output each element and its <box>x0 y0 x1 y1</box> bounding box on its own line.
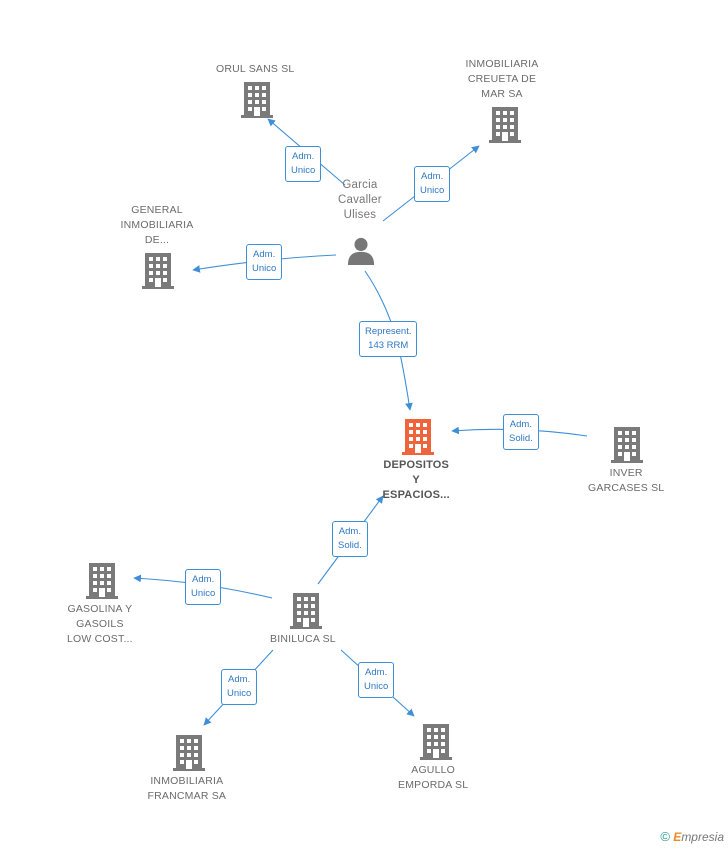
edge-label-person-to-depositos[interactable]: Represent. 143 RRM <box>359 321 418 357</box>
node-label-line: EMPORDA SL <box>398 779 469 791</box>
node-label-line: LOW COST... <box>67 633 133 645</box>
building-icon-gasolina[interactable] <box>86 563 118 599</box>
node-label-line: DEPOSITOS <box>383 459 450 471</box>
edge-label-line: Adm. <box>228 674 251 685</box>
node-label-inver[interactable]: INVER GARCASES SL <box>588 466 664 496</box>
node-label-line: GENERAL <box>131 204 183 216</box>
edge-label-line: Unico <box>227 688 252 699</box>
edge-label-person-to-general[interactable]: Adm. Unico <box>246 244 283 280</box>
edge-label-line: 143 RRM <box>368 340 409 351</box>
node-label-francmar[interactable]: INMOBILIARIA FRANCMAR SA <box>148 774 227 804</box>
edge-label-line: Unico <box>420 185 445 196</box>
edge-label-line: Unico <box>364 681 389 692</box>
node-label-orul[interactable]: ORUL SANS SL <box>216 62 294 77</box>
edge-label-line: Adm. <box>421 171 444 182</box>
edge-label-person-to-orul[interactable]: Adm. Unico <box>285 146 322 182</box>
edge-label-line: Unico <box>191 588 216 599</box>
edge-label-line: Adm. <box>365 667 388 678</box>
node-label-agullo[interactable]: AGULLO EMPORDA SL <box>398 763 468 793</box>
building-icon-biniluca[interactable] <box>290 593 322 629</box>
edge-label-biniluca-to-francmar[interactable]: Adm. Unico <box>221 669 258 705</box>
edge-label-line: Adm. <box>292 151 315 162</box>
building-icon-general[interactable] <box>142 253 174 289</box>
node-label-inmo_creueta[interactable]: INMOBILIARIA CREUETA DE MAR SA <box>466 57 539 102</box>
edge-label-person-to-inmo_creueta[interactable]: Adm. Unico <box>414 166 451 202</box>
building-icon-francmar[interactable] <box>173 735 205 771</box>
node-label-line: CREUETA DE <box>467 73 537 85</box>
building-icon-agullo[interactable] <box>420 724 452 760</box>
node-label-depositos[interactable]: DEPOSITOS Y ESPACIOS... <box>383 458 450 503</box>
empresia-watermark[interactable]: © Empresia <box>660 829 724 844</box>
edge-label-biniluca-to-depositos[interactable]: Adm. Solid. <box>332 521 368 557</box>
node-label-line: INVER <box>609 467 643 479</box>
edge-label-line: Solid. <box>338 540 362 551</box>
node-label-line: Y <box>412 474 420 486</box>
node-label-line: GASOLINA Y <box>67 603 133 615</box>
node-label-biniluca[interactable]: BINILUCA SL <box>270 632 336 647</box>
brand-initial: E <box>673 830 682 844</box>
edge-label-inver-to-depositos[interactable]: Adm. Solid. <box>503 414 539 450</box>
node-label-line: ORUL SANS SL <box>216 63 295 75</box>
building-icon-highlighted-depositos[interactable] <box>402 419 434 455</box>
node-label-line: INMOBILIARIA <box>150 775 224 787</box>
edge-label-line: Adm. <box>509 419 532 430</box>
node-label-line: Ulises <box>343 209 377 221</box>
building-icon-orul[interactable] <box>241 82 273 118</box>
edge-label-line: Adm. <box>253 249 276 260</box>
edge-label-line: Solid. <box>509 433 533 444</box>
edge-label-line: Unico <box>291 165 316 176</box>
edge-label-line: Adm. <box>192 574 215 585</box>
node-label-line: GASOILS <box>76 618 124 630</box>
node-label-line: Garcia <box>342 179 378 191</box>
node-label-line: FRANCMAR SA <box>147 790 227 802</box>
node-label-line: BINILUCA SL <box>270 633 336 645</box>
copyright-symbol: © <box>660 829 670 844</box>
node-label-line: MAR SA <box>481 88 523 100</box>
edge-label-biniluca-to-gasolina[interactable]: Adm. Unico <box>185 569 222 605</box>
edge-label-line: Represent. <box>365 326 412 337</box>
edge-label-biniluca-to-agullo[interactable]: Adm. Unico <box>358 662 395 698</box>
node-label-line: INMOBILIARIA <box>465 58 539 70</box>
node-label-line: DE... <box>144 234 170 246</box>
node-label-line: Cavaller <box>338 194 382 206</box>
node-label-line: AGULLO <box>411 764 456 776</box>
node-label-gasolina[interactable]: GASOLINA Y GASOILS LOW COST... <box>67 602 133 647</box>
edge-label-line: Adm. <box>338 526 361 537</box>
building-icon-inmo_creueta[interactable] <box>489 107 521 143</box>
node-label-line: INMOBILIARIA <box>120 219 194 231</box>
node-label-general[interactable]: GENERAL INMOBILIARIA DE... <box>121 203 194 248</box>
person-icon-person[interactable] <box>347 237 375 265</box>
node-label-line: ESPACIOS... <box>382 489 450 501</box>
edge-label-line: Unico <box>252 263 277 274</box>
brand-name: mpresia <box>681 830 724 844</box>
building-icon-inver[interactable] <box>611 427 643 463</box>
node-label-line: GARCASES SL <box>588 482 665 494</box>
